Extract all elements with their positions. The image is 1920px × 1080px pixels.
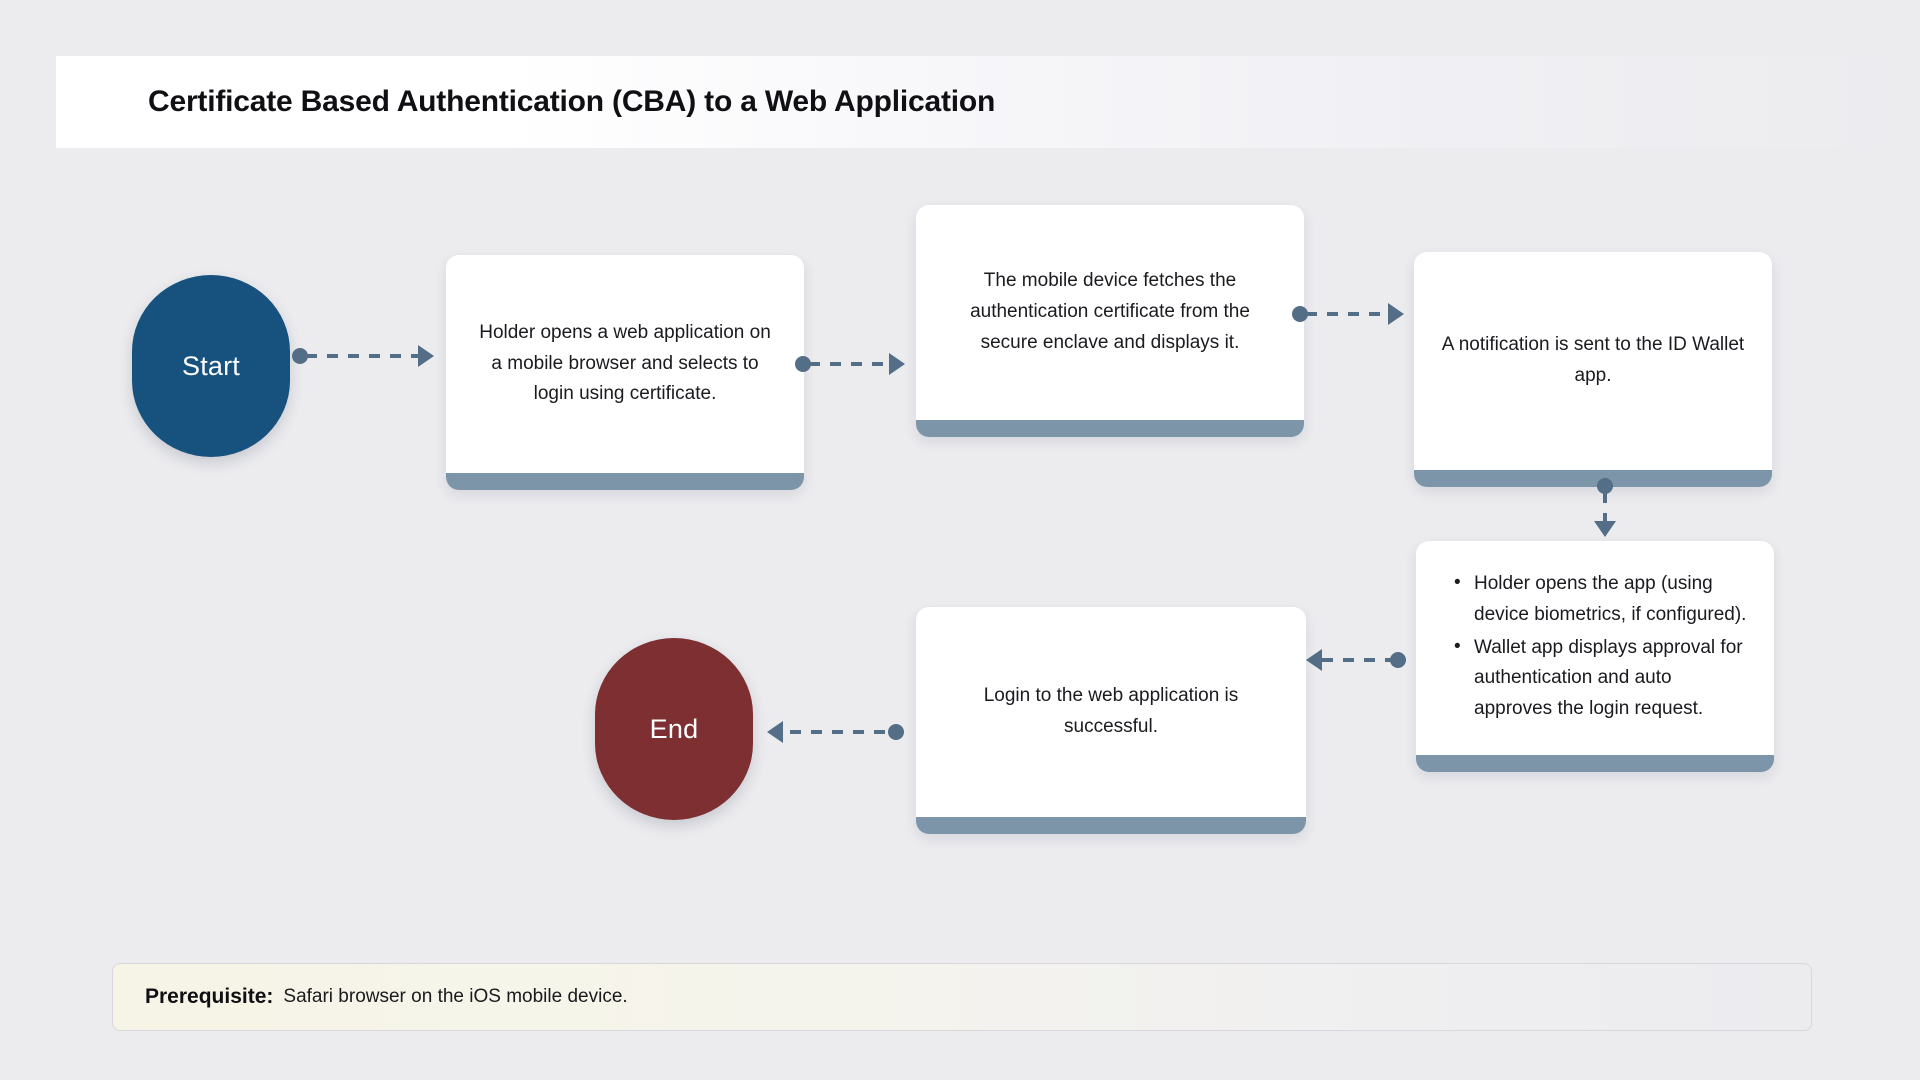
process-card-notification-to-wallet[interactable]: A notification is sent to the ID Wallet … (1414, 252, 1772, 487)
end-node[interactable]: End (595, 638, 753, 820)
arrow-right-icon (1388, 303, 1404, 325)
connector-dot (1390, 652, 1406, 668)
start-node[interactable]: Start (132, 275, 290, 457)
connector-dot (292, 348, 308, 364)
arrow-right-icon (418, 345, 434, 367)
title-banner: Certificate Based Authentication (CBA) t… (56, 56, 1920, 148)
connector-line (1306, 312, 1384, 316)
prerequisite-value: Safari browser on the iOS mobile device. (283, 986, 628, 1007)
page-title: Certificate Based Authentication (CBA) t… (148, 85, 996, 118)
prerequisite-bar: Prerequisite: Safari browser on the iOS … (112, 963, 1812, 1031)
card-accent-bar (446, 473, 804, 490)
connector-dot (1597, 478, 1613, 494)
list-item: Wallet app displays approval for authent… (1452, 632, 1752, 725)
end-node-label: End (649, 713, 699, 744)
card-text: A notification is sent to the ID Wallet … (1441, 334, 1745, 386)
card-text: Holder opens the app (using device biome… (1416, 568, 1774, 744)
connector-dot (795, 356, 811, 372)
arrow-right-icon (889, 353, 905, 375)
connector-dot (1292, 306, 1308, 322)
card-accent-bar (916, 817, 1306, 834)
connector-line (809, 362, 885, 366)
connector-line (790, 730, 894, 734)
arrow-left-icon (1306, 649, 1322, 671)
process-card-wallet-approval-steps[interactable]: Holder opens the app (using device biome… (1416, 541, 1774, 772)
list-item: Holder opens the app (using device biome… (1452, 568, 1752, 631)
card-text: Holder opens a web application on a mobi… (479, 321, 771, 405)
arrow-left-icon (767, 721, 783, 743)
process-card-holder-opens-web-app[interactable]: Holder opens a web application on a mobi… (446, 255, 804, 490)
card-text: Login to the web application is successf… (983, 685, 1239, 737)
process-card-device-fetches-certificate[interactable]: The mobile device fetches the authentica… (916, 205, 1304, 437)
start-node-label: Start (181, 350, 241, 381)
card-bullet-list: Holder opens the app (using device biome… (1452, 568, 1752, 725)
connector-line (306, 354, 422, 358)
card-accent-bar (916, 420, 1304, 437)
card-text: The mobile device fetches the authentica… (970, 270, 1250, 353)
process-card-login-successful[interactable]: Login to the web application is successf… (916, 607, 1306, 834)
prerequisite-label: Prerequisite: (145, 985, 274, 1008)
card-accent-bar (1414, 470, 1772, 487)
card-accent-bar (1416, 755, 1774, 772)
arrow-down-icon (1594, 521, 1616, 537)
connector-line (1603, 492, 1607, 530)
connector-dot (888, 724, 904, 740)
connector-line (1322, 658, 1396, 662)
